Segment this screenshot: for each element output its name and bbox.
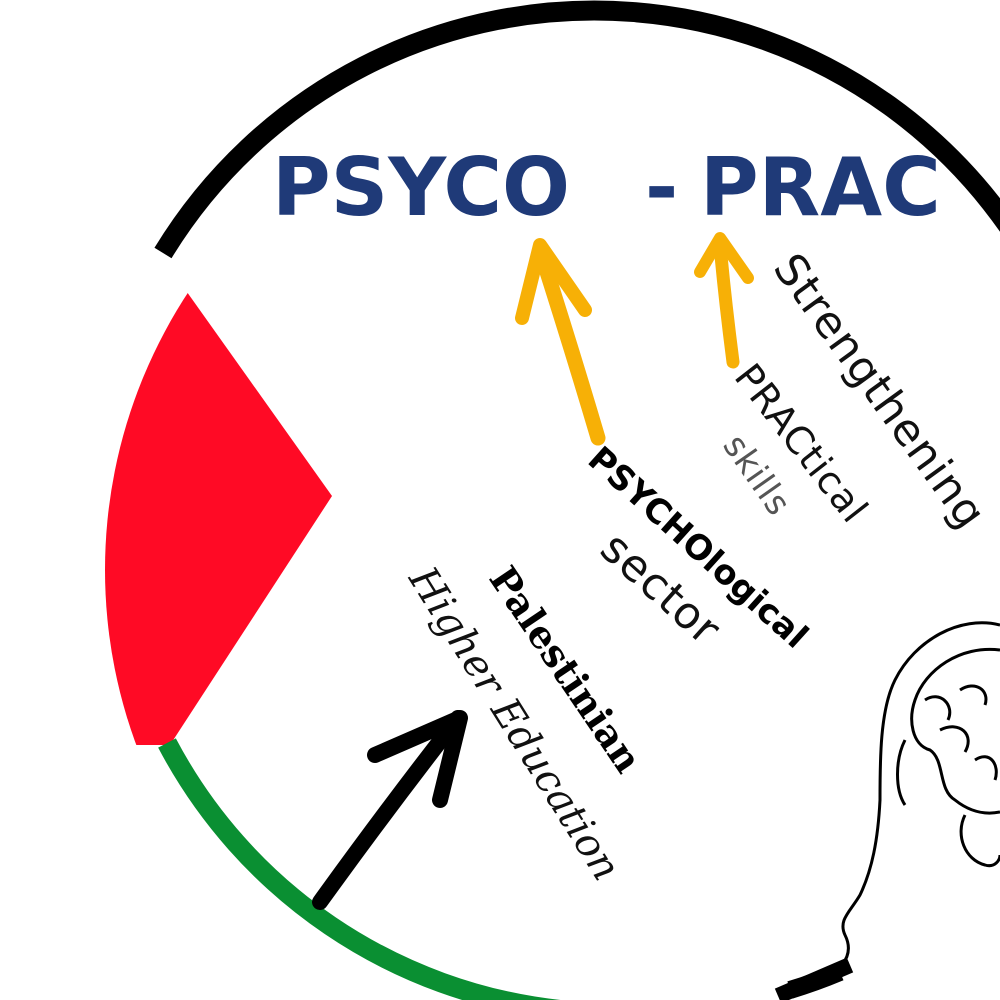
title-prac: PRAC: [700, 141, 941, 234]
arrow-orange-left: [532, 242, 606, 446]
word-strengthening: Strengthening: [763, 244, 996, 538]
arrow-black: [312, 710, 466, 910]
ring-bottom-segment: [774, 957, 854, 1000]
arrow-black-head: [367, 710, 468, 808]
arrow-orange-left-head: [515, 238, 592, 325]
arrow-orange-right-head: [694, 232, 754, 284]
brain-head-icon: [840, 621, 1000, 966]
title-dash: -: [645, 141, 678, 234]
flag-triangle-red: [105, 240, 332, 745]
ring-black-arc: [154, 0, 1000, 259]
ring-green-arc: [158, 738, 561, 1000]
title-psyco: PSYCO: [272, 141, 570, 234]
arrow-orange-right: [713, 238, 740, 369]
